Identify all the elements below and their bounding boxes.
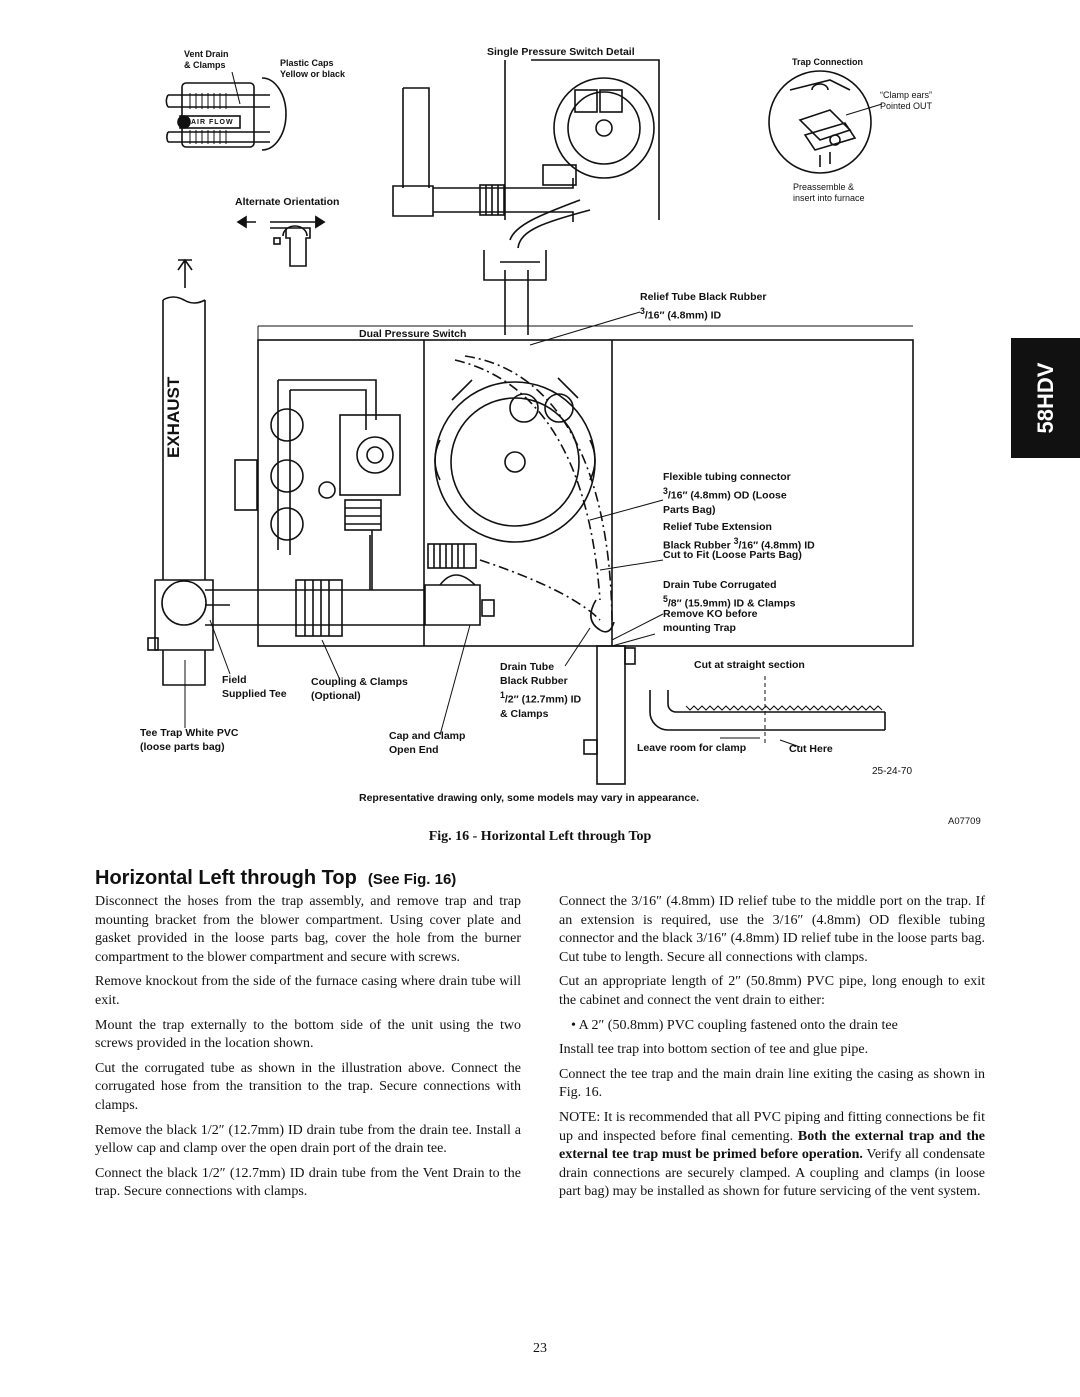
label-drain-tube: Drain Tube Black Rubber [500,661,568,687]
exhaust-pipe [147,258,230,686]
paragraph: Connect the 3/16″ (4.8mm) ID relief tube… [559,894,985,965]
label-exhaust: EXHAUST [164,376,183,458]
label-code-1: 25-24-70 [872,766,913,777]
right-column: Connect the 3/16″ (4.8mm) ID relief tube… [559,893,985,1208]
label-cut-straight: Cut at straight section [694,659,805,671]
furnace-cabinet [205,325,914,647]
note-paragraph: NOTE: It is recommended that all PVC pip… [559,1109,985,1200]
paragraph: Mount the trap externally to the bottom … [95,1017,521,1052]
external-trap [583,645,636,785]
leader-lines [184,311,801,748]
label-clamp-ears: “Clamp ears” Pointed OUT [880,90,933,111]
paragraph: Disconnect the hoses from the trap assem… [95,894,521,965]
bullet-list: A 2″ (50.8mm) PVC coupling fastened onto… [559,1017,985,1036]
paragraph: Connect the tee trap and the main drain … [559,1066,985,1101]
paragraph: Cut an appropriate length of 2″ (50.8mm)… [559,974,985,1008]
alternate-orientation-detail [236,215,326,267]
label-single-pressure-switch: Single Pressure Switch Detail [487,46,635,58]
label-preassemble: Preassemble & insert into furnace [793,182,865,203]
label-leave-room: Leave room for clamp [637,742,747,754]
paragraph: Remove knockout from the side of the fur… [95,974,521,1008]
label-coupling-clamps: Coupling & Clamps (Optional) [311,676,408,702]
section-heading: Horizontal Left through Top (See Fig. 16… [95,867,457,889]
single-pressure-switch-detail [483,59,660,335]
note-label: NOTE [559,1109,597,1125]
label-drain-corrugated-size: 5/8″ (15.9mm) ID & Clamps [663,594,796,610]
label-cut-here: Cut Here [789,743,833,755]
label-trap-connection: Trap Connection [792,57,864,67]
paragraph: Cut the corrugated tube as shown in the … [95,1060,521,1113]
label-cut-to-fit: Cut to Fit (Loose Parts Bag) [663,549,802,561]
label-alternate-orientation: Alternate Orientation [235,196,340,208]
paragraph: Connect the black 1/2″ (12.7mm) ID drain… [95,1165,521,1200]
note-emphasis: Both the external trap and the external … [559,1128,985,1163]
corrugated-tube-detail [649,676,886,745]
label-relief-ext: Relief Tube Extension [663,521,772,533]
label-air-flow: AIR FLOW [191,119,234,126]
list-item: A 2″ (50.8mm) PVC coupling fastened onto… [571,1017,985,1036]
label-code-2: A07709 [948,816,981,827]
vent-drain-detail [165,71,287,151]
page-number: 23 [533,1341,547,1356]
label-tee-trap: Tee Trap White PVC (loose parts bag) [140,727,239,753]
label-cap-clamp: Cap and Clamp Open End [389,730,466,756]
label-drain-corrugated: Drain Tube Corrugated [663,579,777,591]
label-flex-size: 3/16″ (4.8mm) OD (Loose Parts Bag) [663,486,787,516]
trap-connection-detail [768,70,883,174]
label-vent-drain: Vent Drain & Clamps [184,49,229,70]
label-drain-tube-size: 1/2″ (12.7mm) ID & Clamps [500,690,582,720]
paragraph: Remove the black 1/2″ (12.7mm) ID drain … [95,1122,521,1157]
label-relief-tube-size: 3/16″ (4.8mm) ID [640,306,722,322]
label-flex-connector: Flexible tubing connector [663,471,791,483]
label-plastic-caps: Plastic Caps Yellow or black [280,58,346,79]
label-field-supplied-tee: Field Supplied Tee [222,674,287,700]
left-column: Disconnect the hoses from the trap assem… [95,893,521,1208]
model-tab: 58HDV [1011,338,1080,458]
vent-pipe-top [392,87,577,222]
paragraph: Install tee trap into bottom section of … [559,1042,869,1058]
label-dual-pressure-switch: Dual Pressure Switch [359,328,467,340]
figure-caption: Fig. 16 - Horizontal Left through Top [428,829,652,844]
label-representative: Representative drawing only, some models… [359,792,700,804]
label-relief-tube: Relief Tube Black Rubber [640,291,767,303]
label-remove-ko: Remove KO before mounting Trap [663,608,758,634]
installation-diagram [147,59,914,785]
label-relief-ext-size: Black Rubber 3/16″ (4.8mm) ID [663,536,815,552]
